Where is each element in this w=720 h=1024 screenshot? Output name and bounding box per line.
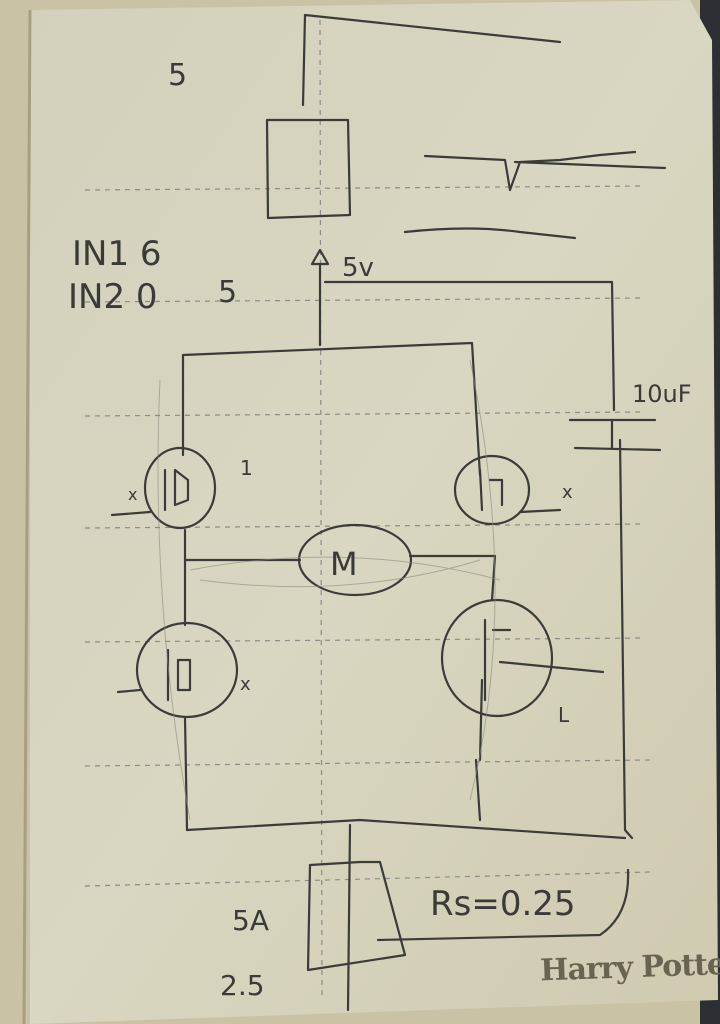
power-label: 2.5 — [220, 969, 265, 1002]
capacitor-label: 10uF — [632, 380, 692, 408]
annotations: 5 IN1 6 IN2 0 5 5v 10uF 1 x x M x L 5A 2… — [68, 58, 692, 1002]
in2-label: IN2 0 — [68, 277, 158, 317]
current-label: 5A — [232, 904, 269, 937]
harry-potter-logo: Harry Potter — [540, 946, 720, 988]
q3-mark: x — [240, 674, 251, 695]
q4-label: L — [558, 703, 570, 727]
in1-label: IN1 6 — [72, 234, 162, 274]
motor-label: M — [330, 545, 358, 583]
top-label: 5 — [168, 58, 187, 93]
page — [30, 0, 718, 1024]
sense-resistor-label: Rs=0.25 — [430, 884, 576, 924]
spine — [22, 9, 32, 1024]
q1-mark: x — [128, 485, 137, 504]
q2-mark: x — [562, 482, 573, 503]
q1-label: 1 — [240, 456, 253, 480]
supply-label: 5v — [342, 253, 374, 283]
pencil-lines — [110, 13, 667, 1012]
in2-extra-label: 5 — [218, 275, 237, 310]
